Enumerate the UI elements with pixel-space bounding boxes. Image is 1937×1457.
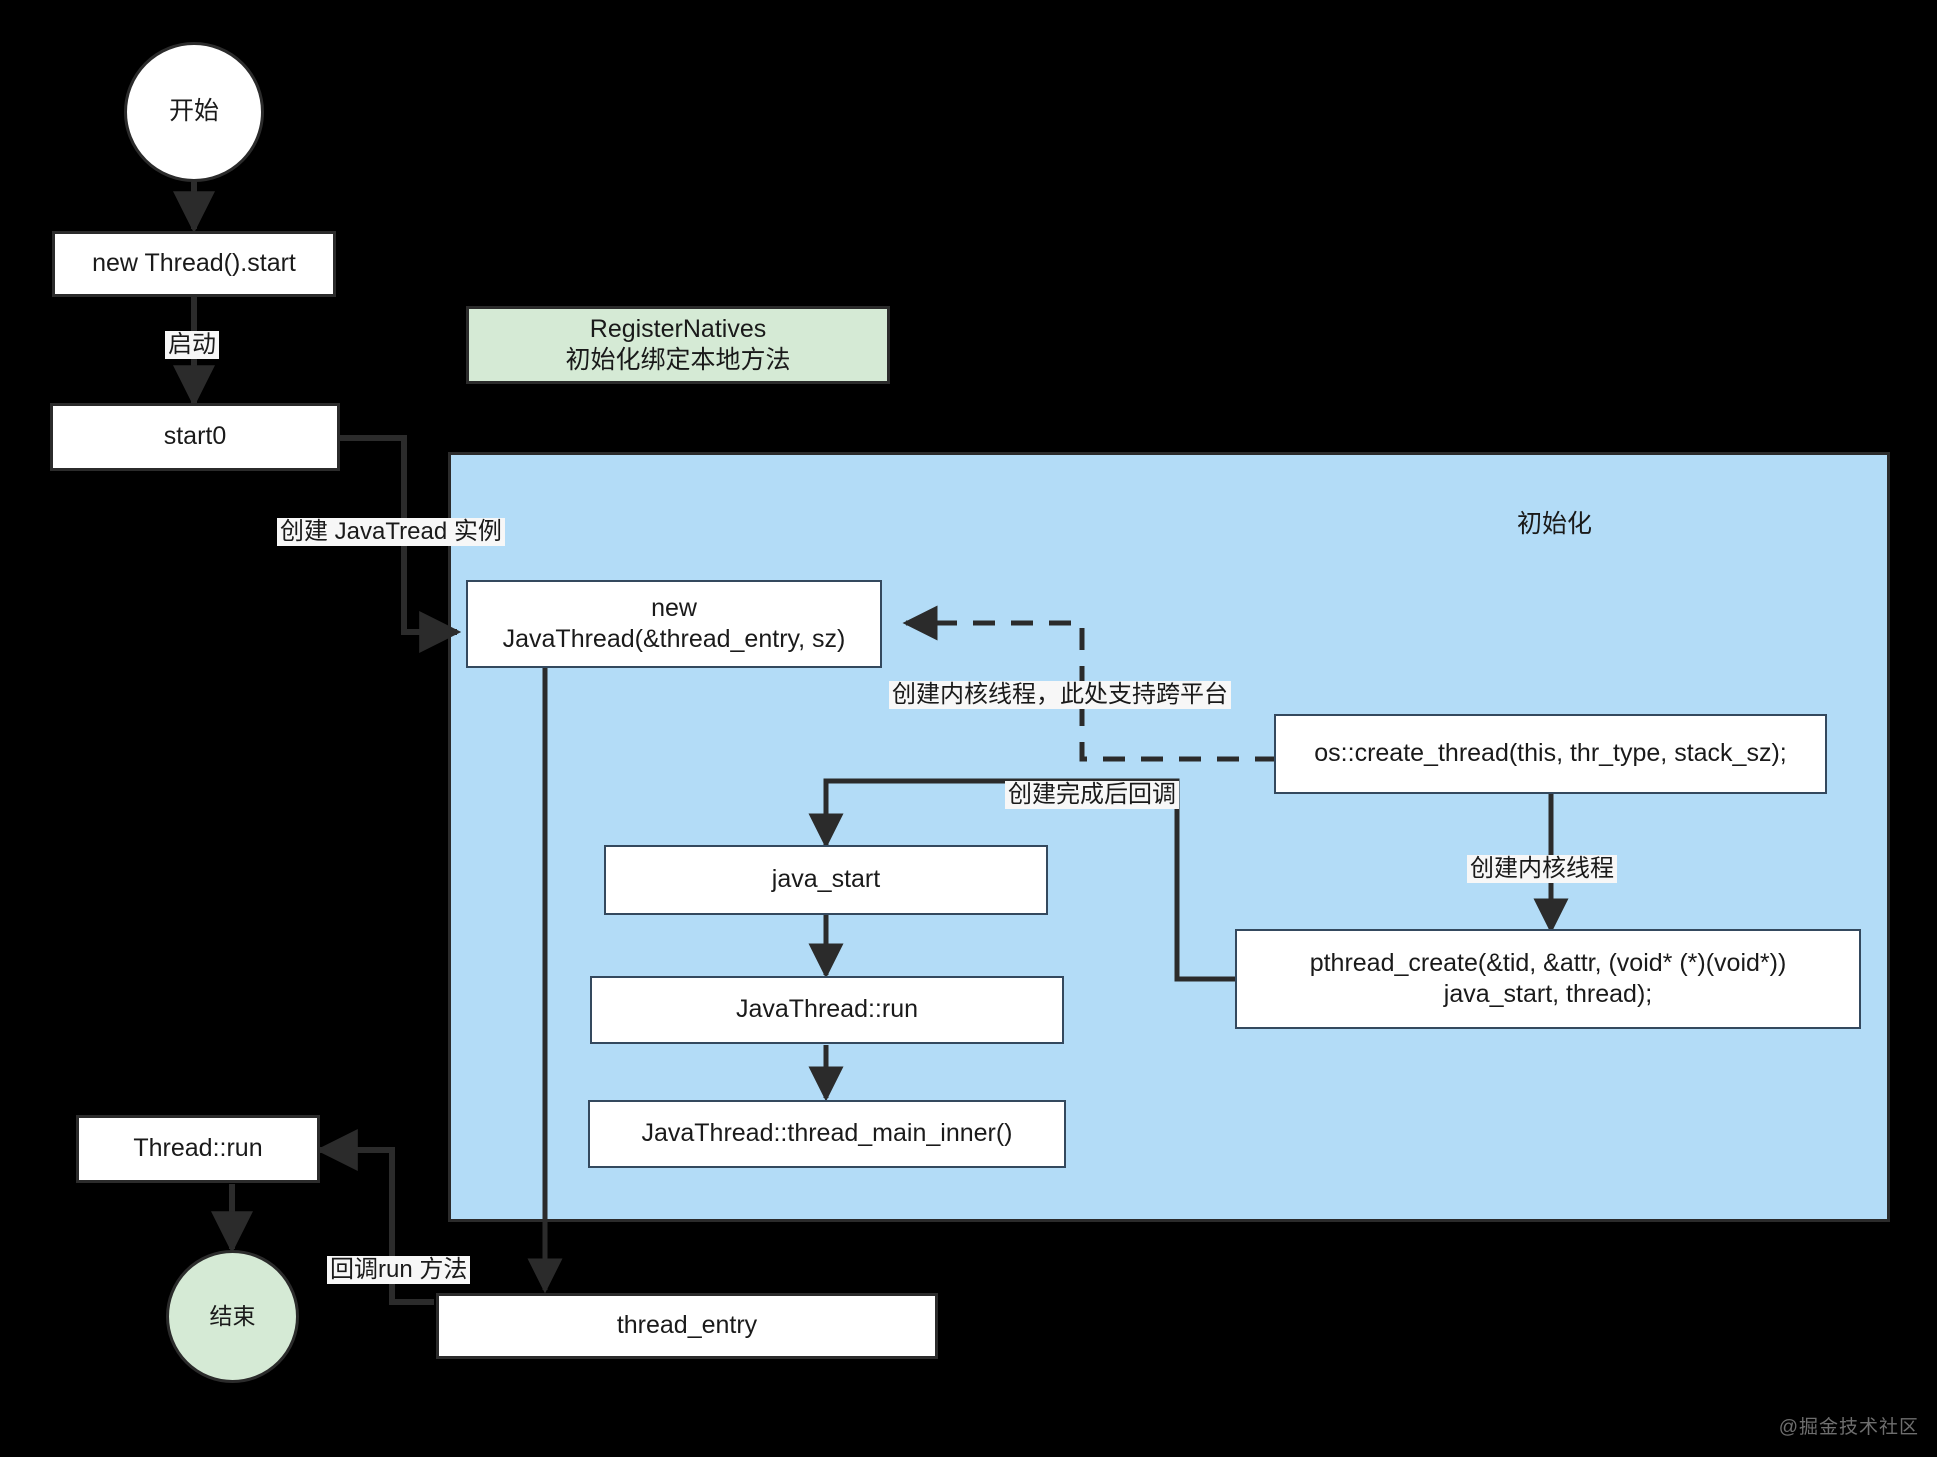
node-new-thread-start[interactable]: new Thread().start xyxy=(52,231,336,297)
node-start0[interactable]: start0 xyxy=(50,403,340,471)
watermark: @掘金技术社区 xyxy=(1778,1417,1919,1438)
node-new-javathread[interactable]: new JavaThread(&thread_entry, sz) xyxy=(466,580,882,668)
edge-label-create-kernel-thread: 创建内核线程 xyxy=(1467,855,1617,884)
edge-label-qidong: 启动 xyxy=(165,331,219,360)
edge-label-create-kernel-thread-cross-platform: 创建内核线程，此处支持跨平台 xyxy=(889,681,1231,710)
node-thread-run[interactable]: Thread::run xyxy=(76,1115,320,1183)
node-thread-main-inner[interactable]: JavaThread::thread_main_inner() xyxy=(588,1100,1066,1168)
node-end[interactable]: 结束 xyxy=(166,1250,299,1383)
node-os-create-thread[interactable]: os::create_thread(this, thr_type, stack_… xyxy=(1274,714,1827,794)
container-initialization-title: 初始化 xyxy=(1517,510,1593,538)
node-java-start[interactable]: java_start xyxy=(604,845,1048,915)
node-pthread-create[interactable]: pthread_create(&tid, &attr, (void* (*)(v… xyxy=(1235,929,1861,1029)
node-register-natives[interactable]: RegisterNatives 初始化绑定本地方法 xyxy=(466,306,890,384)
edge-label-callback-run-method: 回调run 方法 xyxy=(327,1256,471,1285)
edge-label-callback-after-create: 创建完成后回调 xyxy=(1005,781,1179,810)
node-thread-entry[interactable]: thread_entry xyxy=(436,1293,938,1359)
node-javathread-run[interactable]: JavaThread::run xyxy=(590,976,1064,1044)
node-start[interactable]: 开始 xyxy=(124,42,264,182)
edge-label-create-javathread-instance: 创建 JavaTread 实例 xyxy=(277,518,505,547)
